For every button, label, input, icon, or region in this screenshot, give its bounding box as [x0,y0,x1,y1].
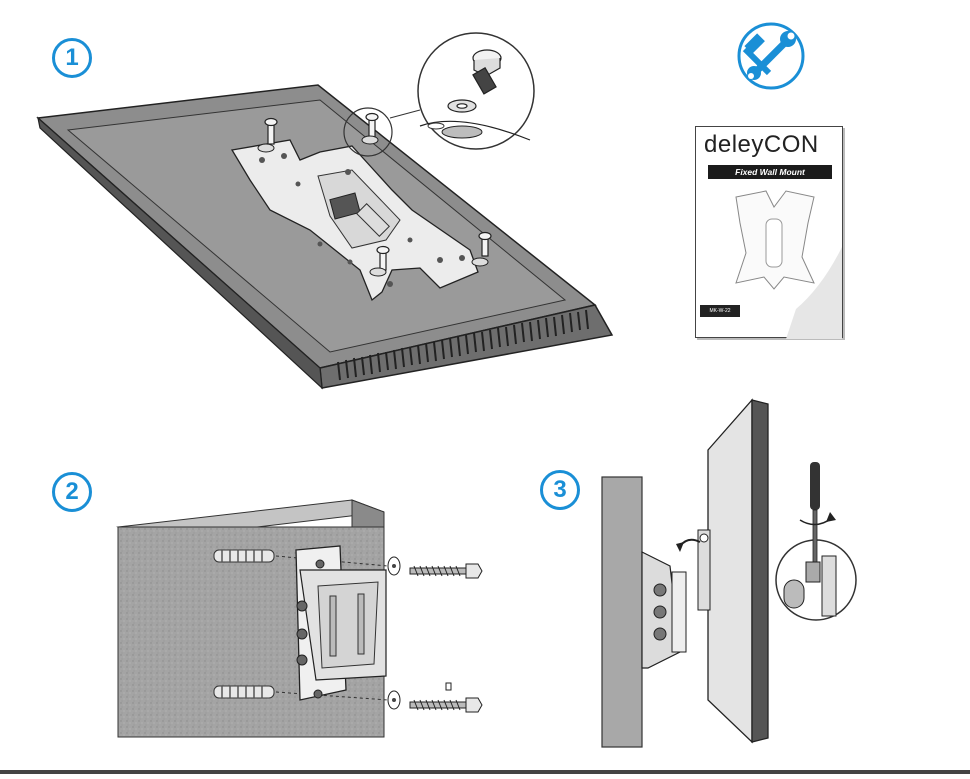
step2-screws [387,556,483,713]
manual-title: Fixed Wall Mount [708,165,832,179]
manual-brand: deleyCON [704,131,819,158]
step3-screwdriver-detail [775,462,857,621]
step-3-number: 3 [553,476,567,503]
step3-tv [697,398,769,744]
step2-bracket [295,545,387,701]
step1-bracket [230,107,492,302]
step-2-number: 2 [65,478,79,505]
step-2-badge: 2 [52,472,92,512]
hammer-wrench-icon [737,22,805,90]
rotate-arrow-icon [676,538,701,552]
manual-code: MK-W-22 [700,305,740,317]
step-3-badge: 3 [540,470,580,510]
instruction-manual: deleyCON Fixed Wall Mount MK-W-22 [695,126,843,339]
step3-wall-bracket [641,551,687,669]
step-1-badge: 1 [52,38,92,78]
step1-screw-detail [389,32,535,150]
step2-anchors [213,549,389,701]
manual-bracket-illustration [735,190,842,339]
step3-wall [601,476,643,748]
step-1-number: 1 [65,44,79,71]
bottom-divider [0,770,970,774]
